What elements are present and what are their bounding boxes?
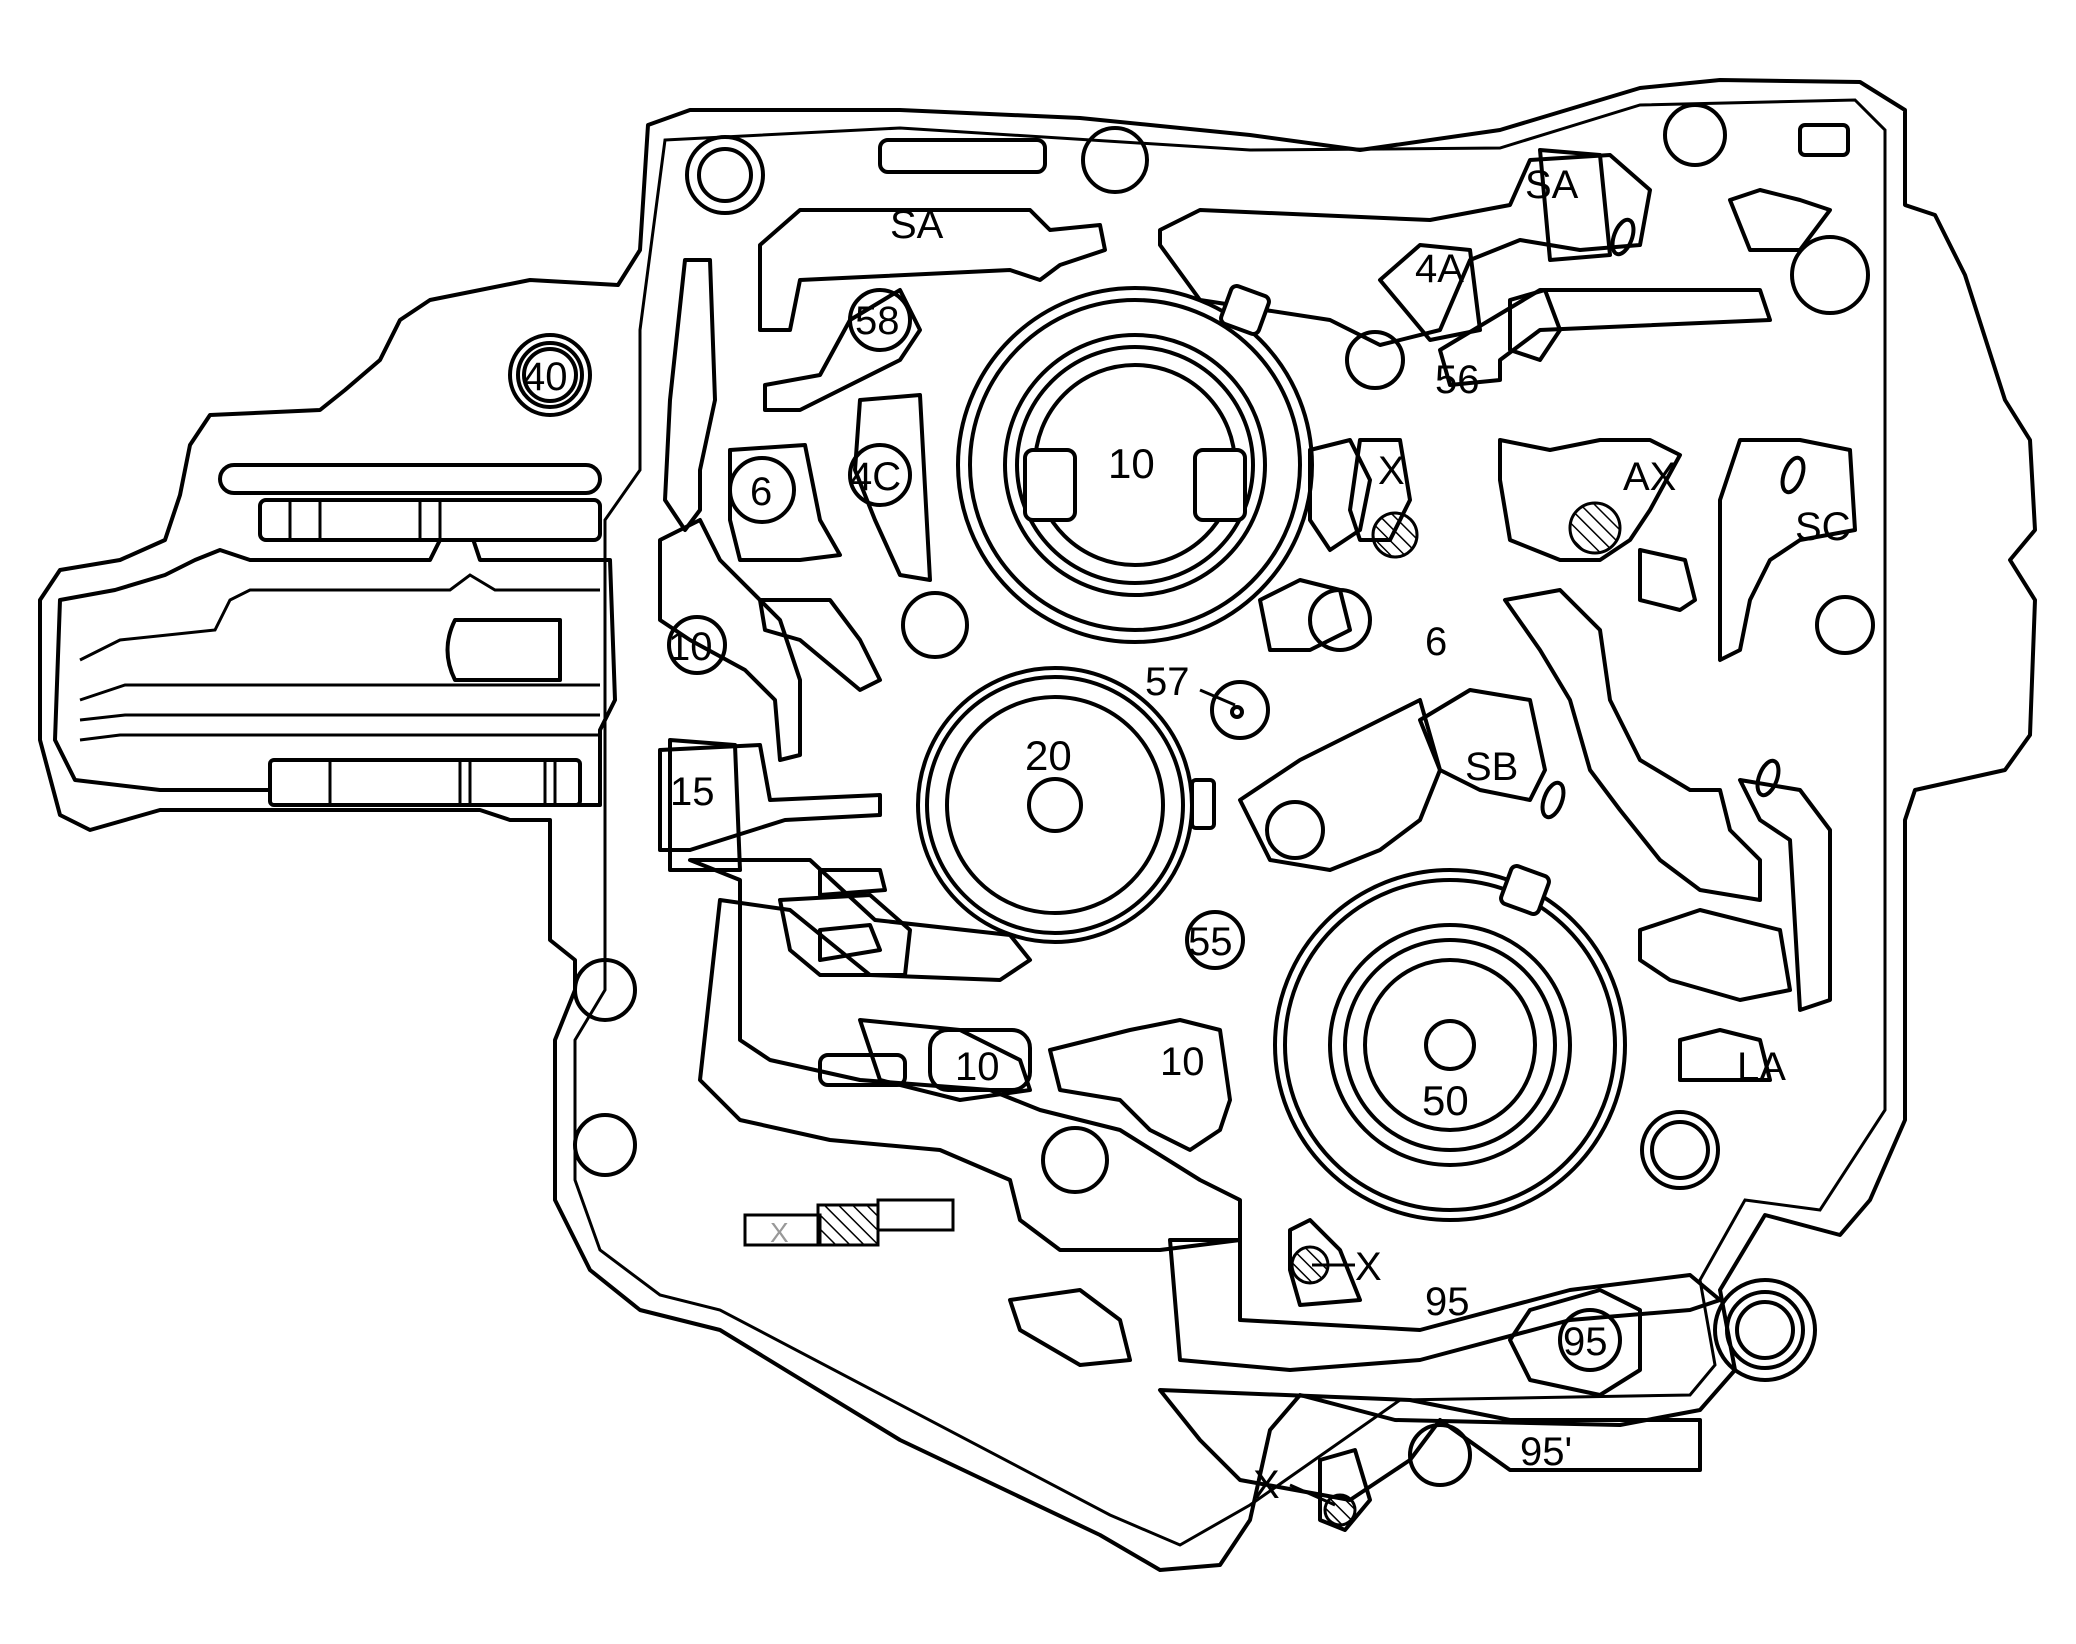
label-55: 55 [1188, 920, 1233, 964]
label-10-lower-a: 10 [955, 1045, 1000, 1089]
bolt-hole [573, 1113, 637, 1177]
leader-lines [1199, 688, 1355, 1507]
bolt-hole [1308, 588, 1372, 652]
check-ball-tags [508, 288, 1622, 1372]
label-x-lower: X [1355, 1245, 1382, 1289]
label-95-prime: 95' [1520, 1430, 1572, 1474]
bolt-hole [1345, 330, 1405, 390]
label-57: 57 [1145, 660, 1190, 704]
label-4c: 4C [850, 455, 901, 499]
label-x-upper: X [1378, 449, 1405, 493]
bolt-holes [573, 103, 1875, 1487]
fluid-passages [658, 123, 1857, 1532]
bolt-hole [1081, 126, 1149, 194]
bolt-hole [901, 591, 969, 659]
label-50: 50 [1422, 1077, 1469, 1124]
label-sa-upper-right: SA [1525, 163, 1579, 207]
label-la: LA [1737, 1045, 1786, 1089]
label-sa-top: SA [890, 203, 944, 247]
label-ax: AX [1623, 455, 1676, 499]
casting-outline [38, 78, 2037, 1572]
label-56: 56 [1435, 358, 1480, 402]
label-6-mid: 6 [1425, 620, 1447, 664]
label-6-left: 6 [750, 470, 772, 514]
label-58: 58 [855, 299, 900, 343]
valve-10-assembly [956, 284, 1314, 644]
bolt-hole [573, 958, 637, 1022]
valve-50-assembly [1273, 864, 1627, 1222]
bolt-hole [1408, 1423, 1472, 1487]
label-10-left: 10 [668, 625, 713, 669]
label-40: 40 [523, 355, 568, 399]
bolt-hole [1265, 800, 1325, 860]
small-ovals [1540, 217, 1806, 820]
bolt-hole [1790, 235, 1870, 315]
hatched-check-balls [743, 501, 1622, 1527]
ring-bolts [685, 135, 1817, 1382]
label-x-hatch-box: X [770, 1217, 789, 1248]
valve-20-assembly [916, 666, 1216, 944]
bolt-hole [1815, 595, 1875, 655]
accumulator-housing [53, 463, 617, 807]
label-95: 95 [1425, 1280, 1470, 1324]
label-20: 20 [1025, 732, 1072, 779]
label-95-circle: 95 [1563, 1320, 1608, 1364]
bolt-hole [1663, 103, 1727, 167]
label-sc: SC [1795, 505, 1851, 549]
label-15: 15 [670, 770, 715, 814]
label-4a: 4A [1415, 247, 1464, 291]
label-10-main: 10 [1108, 440, 1155, 487]
label-10-lower-b: 10 [1160, 1040, 1205, 1084]
bolt-hole [1041, 1126, 1109, 1194]
label-sb: SB [1465, 745, 1518, 789]
label-x-bottom: X [1253, 1463, 1280, 1507]
